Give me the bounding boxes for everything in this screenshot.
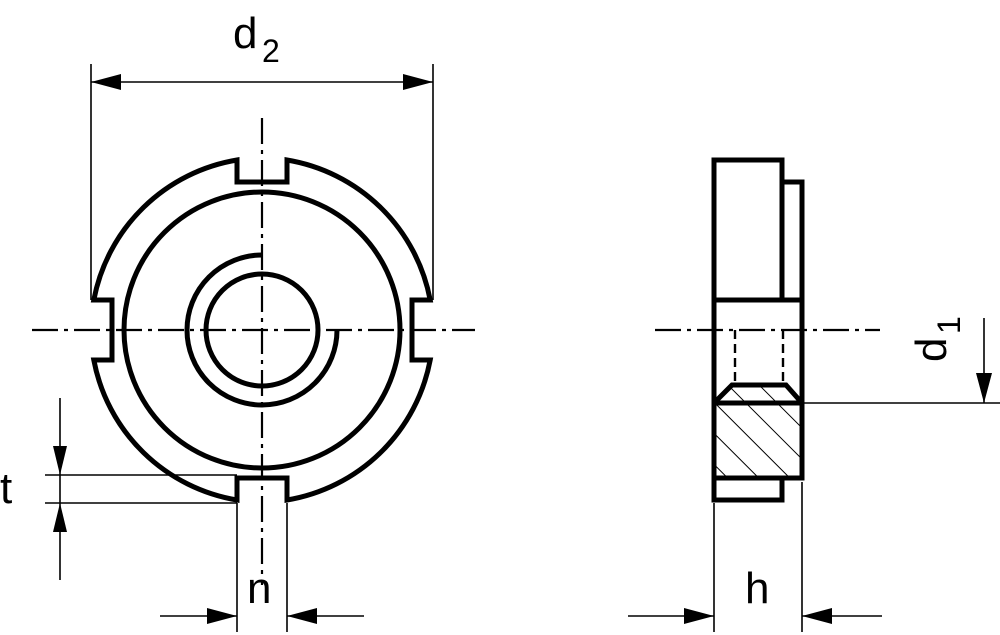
n-label: n <box>247 564 271 613</box>
t-dimension: t <box>0 398 67 580</box>
outer-slotted-contour <box>90 157 434 503</box>
n-dimension: n <box>160 564 364 624</box>
d1-label: d <box>907 338 956 362</box>
t-arrow-top <box>53 446 67 475</box>
side-section-hatch <box>714 385 802 478</box>
side-section-outline <box>712 382 804 405</box>
n-arrow-right <box>287 608 317 624</box>
d2-dimension: d 2 <box>90 9 434 300</box>
h-label: h <box>745 564 769 613</box>
d2-arrow-left <box>91 74 121 90</box>
d1-arrow <box>976 373 992 403</box>
d1-dimension: d 1 <box>802 316 1000 404</box>
h-arrow-right <box>802 608 832 624</box>
d1-label-subscript: 1 <box>931 316 967 334</box>
side-view <box>655 157 880 503</box>
d2-label-subscript: 2 <box>262 33 280 69</box>
t-label: t <box>0 464 12 513</box>
thread-outer-arc <box>184 252 340 408</box>
t-arrow-bottom <box>53 503 67 532</box>
n-arrow-left <box>207 608 237 624</box>
h-dimension: h <box>628 482 882 632</box>
front-view <box>32 118 475 632</box>
d2-arrow-right <box>403 74 433 90</box>
bore-circle <box>203 271 321 389</box>
h-arrow-left <box>684 608 714 624</box>
inner-face-circle <box>121 189 403 471</box>
d2-label: d <box>233 9 257 58</box>
